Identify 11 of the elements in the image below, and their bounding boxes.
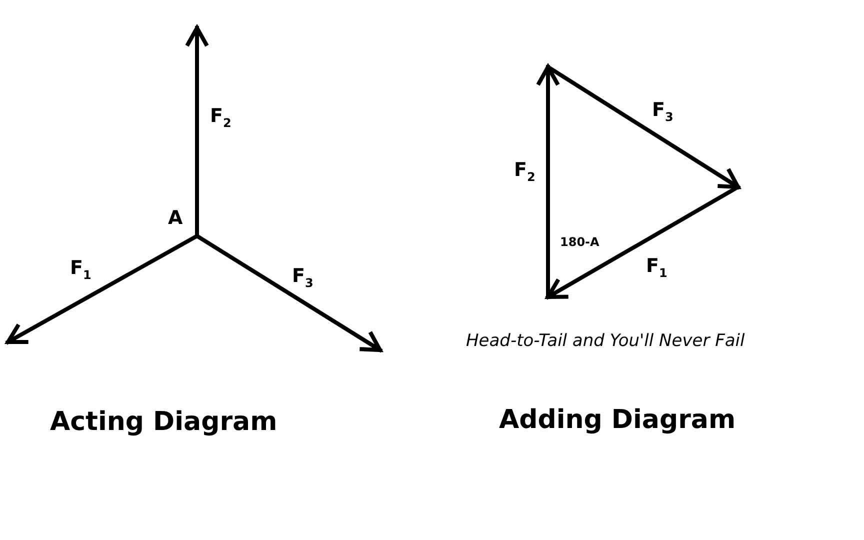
panel-heading: Adding Diagram (499, 406, 736, 435)
panel-heading: Acting Diagram (50, 408, 278, 437)
point-label: A (168, 208, 183, 229)
force-label: F$_{3}$ (292, 266, 314, 290)
force-label: F$_{1}$ (70, 258, 92, 282)
force-label: F$_{3}$ (652, 100, 674, 124)
force-label: F$_{1}$ (646, 256, 668, 280)
force-label: F$_{2}$ (514, 160, 536, 184)
caption: Head-to-Tail and You'll Never Fail (466, 332, 745, 351)
angle-label: 180-A (560, 236, 600, 250)
force-label: F$_{2}$ (210, 106, 232, 130)
